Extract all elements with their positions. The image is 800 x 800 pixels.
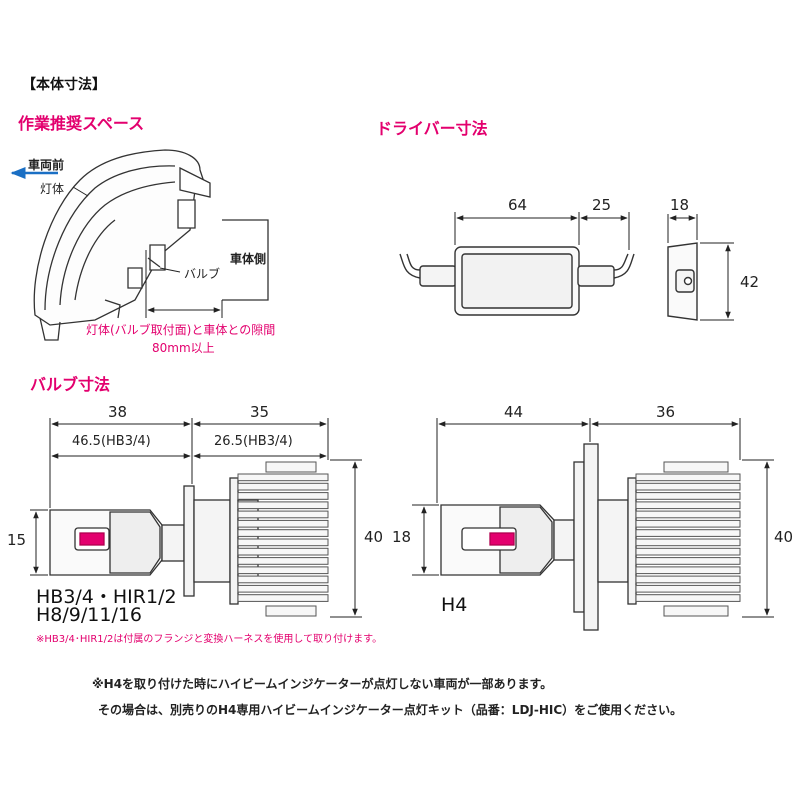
heatsink-fin [635,473,741,482]
bulb-dimensions-title: バルブ寸法 [30,375,111,394]
h4-front-label: 44 [504,403,524,421]
heatsink-fin [635,482,741,491]
h8-type-label: H8/9/11/16 [36,604,143,626]
heatsink-fin [635,538,741,547]
h4-diameter-label: 18 [392,528,412,546]
headlamp-housing-illustration [33,149,211,341]
front-label: 車両前 [28,158,65,172]
heatsink-cap [663,605,729,617]
heatsink-fin [635,529,741,537]
body-side-label: 車体側 [230,252,267,266]
heatsink-fin [635,492,741,500]
heatsink-cap [265,461,317,473]
heatsink-fin [635,557,741,565]
hb-rear-label: 35 [250,403,270,421]
driver-thickness-label: 18 [670,196,690,214]
heatsink-cap [265,605,317,617]
heatsink-fin [635,584,741,593]
heatsink-fin [237,519,329,528]
bulb-leader-line [159,267,181,273]
h4-heatsink-fins [635,461,741,617]
heatsink-fin [237,510,329,519]
page-title: 【本体寸法】 [22,77,106,93]
lamp-leader-line [72,186,89,197]
h4-height-label: 40 [774,528,794,546]
heatsink-fin [237,538,329,547]
heatsink-fin [237,584,329,593]
heatsink-fin [237,473,329,482]
lamp-label: 灯体 [40,182,65,196]
indicator-note: ※H4を取り付けた時にハイビームインジケーターが点灯しない車両が一部あります。 [92,677,553,691]
hb-flange-note: ※HB3/4･HIR1/2は付属のフランジと変換ハーネスを使用して取り付けます。 [36,634,383,645]
heatsink-fin [635,519,741,528]
heatsink-fin [237,547,329,556]
h4-rear-label: 36 [656,403,676,421]
driver-cable-label: 25 [592,196,612,214]
heatsink-fin [635,547,741,556]
heatsink-fin [635,594,741,602]
h4-bulb-illustration [440,443,637,631]
gap-note: 灯体(バルブ取付面)と車体との隙間 [86,323,276,337]
heatsink-fin [237,566,329,575]
heatsink-fin [237,501,329,510]
hb-height-label: 40 [364,528,384,546]
heatsink-fin [237,594,329,602]
indicator-kit-note: その場合は、別売りのH4専用ハイビームインジケーター点灯キット（品番：LDJ-H… [98,703,683,717]
heatsink-fin [237,482,329,491]
h4-type-label: H4 [441,594,468,616]
heatsink-fin [635,575,741,584]
driver-front-view [399,246,635,316]
heatsink-cap [663,461,729,473]
hb-front-alt-label: 46.5(HB3/4) [72,434,151,449]
heatsink-fin [635,501,741,510]
hb-diameter-label: 15 [7,531,27,549]
heatsink-fin [635,510,741,519]
hb-type-label: HB3/4・HIR1/2 [36,586,177,608]
driver-height-label: 42 [740,273,760,291]
driver-length-label: 64 [508,196,528,214]
heatsink-fin [237,557,329,565]
hb-heatsink-fins [237,461,329,617]
work-space-title: 作業推奨スペース [18,114,145,133]
driver-title: ドライバー寸法 [376,119,488,138]
bulb-callout-label: バルブ [184,267,221,281]
hb-front-label: 38 [108,403,128,421]
heatsink-fin [237,492,329,500]
body-side-box [222,219,269,301]
heatsink-fin [237,575,329,584]
heatsink-fin [635,566,741,575]
heatsink-fin [237,529,329,537]
driver-side-view [667,242,698,321]
gap-note-value: 80mm以上 [152,341,215,355]
hb-rear-alt-label: 26.5(HB3/4) [214,434,293,449]
